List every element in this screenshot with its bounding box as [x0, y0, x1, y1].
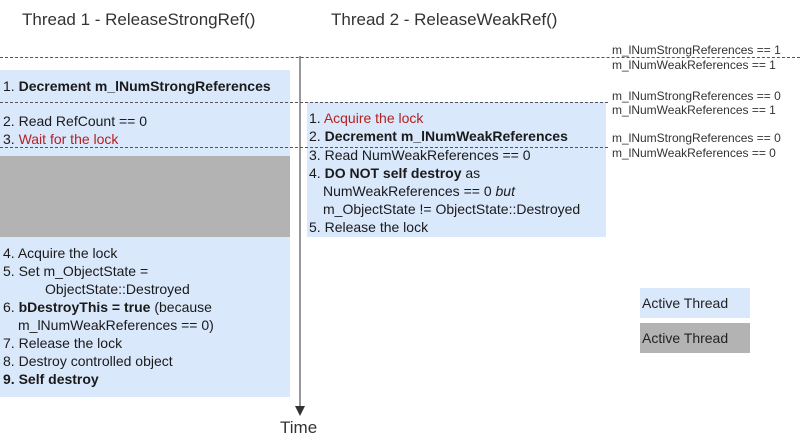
t1-step-6-cont: m_lNumWeakReferences == 0) — [18, 317, 214, 333]
t1-step-7: 7. Release the lock — [3, 334, 122, 352]
t1-step-5-num: 5. — [3, 263, 15, 279]
t1-step-6: 6. bDestroyThis = true (because — [3, 298, 212, 316]
counter-weak-3: m_lNumWeakReferences == 0 — [612, 146, 776, 160]
t1-step-5-text: Set m_ObjectState = — [18, 263, 149, 279]
t1-step-2: 2. Read RefCount == 0 — [3, 112, 147, 130]
t1-step-7-text: Release the lock — [18, 335, 123, 351]
t2-step-4: 4. DO NOT self destroy as — [309, 164, 480, 182]
t1-step-3-text: Wait for the lock — [18, 131, 119, 147]
t2-step-4-num: 4. — [309, 165, 321, 181]
thread1-active-block-1 — [0, 70, 290, 156]
t1-step-7-num: 7. — [3, 335, 15, 351]
t1-step-2-num: 2. — [3, 113, 15, 129]
t1-step-5: 5. Set m_ObjectState = — [3, 262, 148, 280]
t2-step-3-text: Read NumWeakReferences == 0 — [324, 147, 531, 163]
t1-step-6-num: 6. — [3, 299, 15, 315]
t2-step-1: 1. Acquire the lock — [309, 109, 423, 127]
t1-step-8: 8. Destroy controlled object — [3, 352, 173, 370]
counter-strong-2: m_lNumStrongReferences == 0 — [612, 89, 781, 103]
state-line-1 — [0, 57, 800, 58]
counter-strong-1: m_lNumStrongReferences == 1 — [612, 43, 781, 57]
time-label: Time — [280, 418, 318, 437]
time-axis — [295, 56, 305, 416]
thread1-waiting-block — [0, 156, 290, 237]
t1-step-2-text: Read RefCount == 0 — [18, 113, 147, 129]
legend-active: Active Thread — [640, 288, 750, 318]
t1-step-5-cont: ObjectState::Destroyed — [45, 281, 190, 297]
t1-step-9: 9. Self destroy — [3, 370, 99, 388]
t2-step-3-num: 3. — [309, 147, 321, 163]
t1-step-8-num: 8. — [3, 353, 15, 369]
legend-waiting: Active Thread — [640, 323, 750, 353]
t2-step-1-text: Acquire the lock — [323, 110, 424, 126]
t2-step-4-text: as — [461, 165, 481, 181]
t1-step-4: 4. Acquire the lock — [3, 244, 117, 262]
t1-step-1: 1. Decrement m_lNumStrongReferences — [3, 77, 271, 95]
counter-weak-2: m_lNumWeakReferences == 1 — [612, 103, 776, 117]
t1-step-1-num: 1. — [3, 78, 15, 94]
t2-step-3: 3. Read NumWeakReferences == 0 — [309, 146, 531, 164]
t2-step-4-cont-italic: but — [491, 183, 515, 199]
t1-step-6-text: (because — [150, 299, 212, 315]
t2-step-2-text: Decrement m_lNumWeakReferences — [324, 128, 568, 144]
thread1-active-block-2 — [0, 237, 290, 397]
t2-step-5-text: Release the lock — [324, 219, 429, 235]
t1-step-4-text: Acquire the lock — [17, 245, 118, 261]
t1-step-3: 3. Wait for the lock — [3, 130, 118, 148]
t2-step-2-num: 2. — [309, 128, 321, 144]
t1-step-3-num: 3. — [3, 131, 15, 147]
t1-step-9-text: Self destroy — [18, 371, 99, 387]
t1-step-6-bold: bDestroyThis = true — [18, 299, 151, 315]
counter-strong-3: m_lNumStrongReferences == 0 — [612, 131, 781, 145]
t1-step-1-text: Decrement m_lNumStrongReferences — [18, 78, 271, 94]
state-line-2 — [0, 102, 608, 103]
state-line-3 — [0, 147, 608, 148]
thread1-header: Thread 1 - ReleaseStrongRef() — [22, 10, 256, 29]
t2-step-4-bold: DO NOT self destroy — [324, 165, 462, 181]
t2-step-1-num: 1. — [309, 110, 321, 126]
t2-step-4-cont: NumWeakReferences == 0 but — [323, 182, 515, 200]
t2-step-5: 5. Release the lock — [309, 218, 428, 236]
thread2-active-block — [307, 102, 606, 237]
t2-step-4-cont-text: NumWeakReferences == 0 — [323, 183, 492, 199]
counter-weak-1: m_lNumWeakReferences == 1 — [612, 58, 776, 72]
t1-step-9-num: 9. — [3, 371, 15, 387]
t2-step-2: 2. Decrement m_lNumWeakReferences — [309, 127, 568, 145]
t2-step-4-cont2: m_ObjectState != ObjectState::Destroyed — [323, 201, 581, 217]
t1-step-4-num: 4. — [3, 245, 15, 261]
t2-step-5-num: 5. — [309, 219, 321, 235]
thread2-header: Thread 2 - ReleaseWeakRef() — [331, 10, 558, 29]
t1-step-8-text: Destroy controlled object — [18, 353, 173, 369]
